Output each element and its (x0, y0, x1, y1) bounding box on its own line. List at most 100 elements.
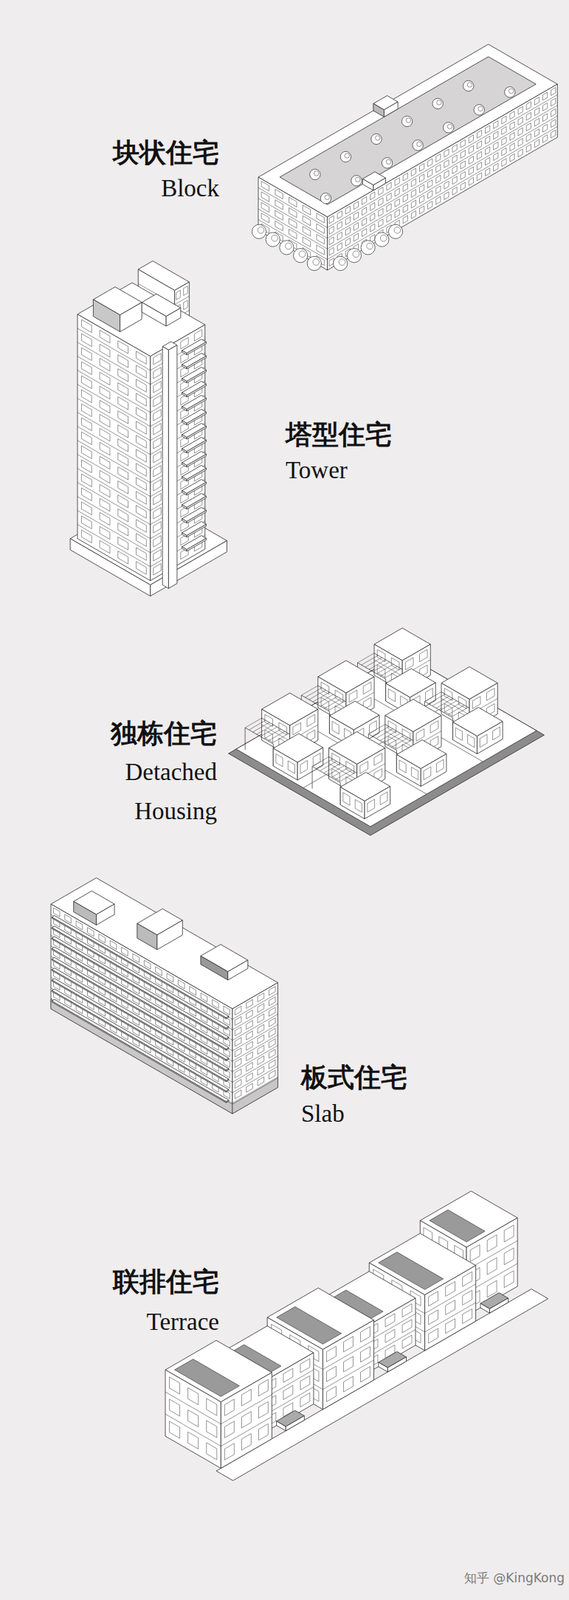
drawing-face (234, 1090, 242, 1099)
drawing-face (476, 162, 482, 171)
drawing-face (394, 199, 400, 208)
drawing-face (182, 395, 207, 410)
drawing-face (501, 115, 507, 124)
drawing-face (153, 521, 161, 533)
tree-symbol (355, 177, 361, 182)
drawing-face (411, 189, 416, 198)
drawing-line (77, 524, 151, 567)
drawing-face (241, 1389, 251, 1406)
drawing-face (51, 957, 229, 1060)
drawing-face (419, 184, 424, 193)
drawing-face (394, 209, 400, 218)
drawing-face (246, 1010, 254, 1020)
drawing-face (316, 213, 324, 223)
tree-symbol (279, 240, 294, 255)
drawing-face (326, 1346, 337, 1362)
tree-symbol (380, 234, 387, 242)
drawing-face (257, 992, 265, 1002)
drawing-line (368, 724, 386, 735)
drawing-line (267, 731, 285, 741)
drawing-face (485, 168, 491, 177)
drawing-face (51, 978, 229, 1081)
drawing-line (232, 1045, 278, 1073)
drawing-face (460, 160, 465, 170)
drawing-face (268, 1070, 276, 1079)
drawing-face (444, 160, 449, 169)
drawing-face (396, 754, 421, 787)
drawing-face (182, 339, 207, 354)
tree-symbol (405, 118, 411, 123)
drawing-line (436, 698, 454, 709)
drawing-face (337, 232, 342, 241)
drawing-face (468, 177, 474, 186)
drawing-face (460, 182, 465, 191)
drawing-line (305, 687, 323, 698)
drawing-face (383, 101, 398, 117)
drawing-face (534, 129, 539, 138)
drawing-face (50, 904, 233, 1114)
drawing-face (182, 476, 188, 482)
drawing-line (77, 496, 151, 539)
drawing-face (526, 112, 531, 121)
drawing-face (428, 1328, 439, 1344)
drawing-face (340, 787, 365, 820)
drawing-line (357, 653, 375, 663)
drawing-face (120, 302, 143, 333)
drawing-line (320, 696, 338, 707)
drawing-face (268, 986, 276, 996)
drawing-face (343, 1336, 354, 1353)
drawing-line (77, 412, 151, 455)
drawing-face (246, 999, 254, 1009)
drawing-face (153, 409, 161, 421)
drawing-line (318, 685, 347, 702)
drawing-face (489, 1298, 508, 1313)
tree-symbol (320, 193, 331, 204)
drawing-face (225, 1047, 229, 1051)
drawing-face (182, 437, 207, 452)
drawing-face (485, 125, 491, 134)
drawing-line (232, 1024, 278, 1051)
drawing-face (292, 722, 302, 736)
drawing-line (443, 703, 461, 713)
drawing-face (402, 1304, 412, 1318)
drawing-face (153, 381, 161, 393)
tree-symbol (271, 234, 279, 242)
block-housing-drawing (251, 44, 558, 271)
drawing-line (316, 694, 334, 705)
tree-symbol (307, 256, 322, 271)
tree-symbol (443, 122, 454, 133)
drawing-face (287, 760, 295, 774)
drawing-face (246, 1051, 254, 1061)
tower-housing-drawing (70, 261, 227, 597)
drawing-face (428, 1309, 439, 1325)
type-label-en: Terrace (146, 1307, 220, 1338)
drawing-line (77, 356, 151, 399)
drawing-face (186, 383, 206, 397)
drawing-face (337, 242, 342, 251)
drawing-face (378, 208, 384, 217)
type-label-zh: 板式住宅 (301, 1061, 408, 1093)
drawing-face (182, 378, 188, 384)
drawing-face (257, 1034, 265, 1044)
drawing-face (51, 968, 229, 1071)
drawing-face (188, 1387, 199, 1405)
drawing-line (256, 724, 274, 735)
tree-symbol (508, 88, 513, 93)
drawing-face (518, 127, 523, 136)
drawing-face (232, 1078, 278, 1114)
drawing-line (253, 722, 271, 733)
tree-symbol (463, 80, 474, 91)
drawing-face (394, 177, 400, 186)
drawing-face (444, 180, 449, 189)
drawing-face (428, 201, 433, 210)
drawing-face (429, 1209, 485, 1243)
drawing-face (385, 1313, 395, 1327)
drawing-line (303, 692, 470, 789)
drawing-face (551, 108, 556, 117)
drawing-face (416, 729, 425, 742)
drawing-face (479, 734, 488, 748)
drawing-line (327, 766, 345, 776)
type-label-en: Block (160, 174, 220, 204)
drawing-face (186, 453, 206, 467)
